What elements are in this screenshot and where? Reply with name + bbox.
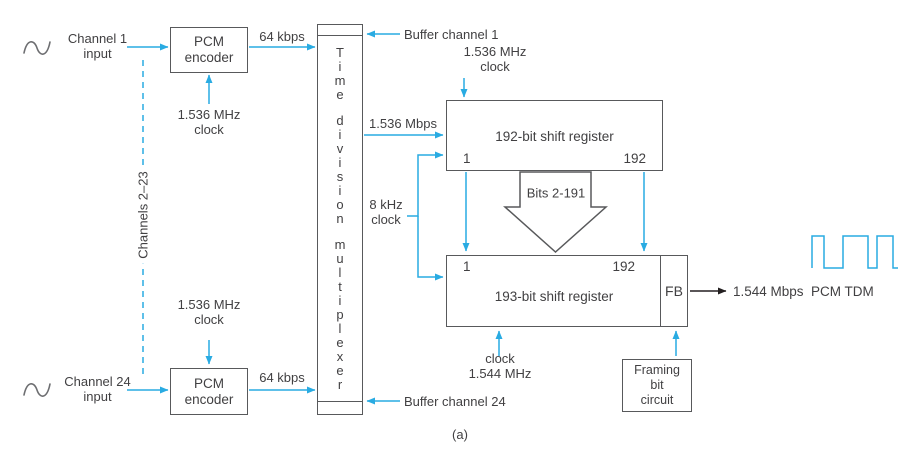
square-wave-icon bbox=[811, 235, 898, 269]
buffer-channel24-label: Buffer channel 24 bbox=[404, 394, 506, 409]
register192-clock-label: 1.536 MHz clock bbox=[463, 44, 527, 75]
register193-clock-label: clock 1.544 MHz bbox=[468, 351, 532, 382]
channels-2-23-label: Channels 2–23 bbox=[134, 166, 152, 264]
channel24-input-label: Channel 24 input bbox=[64, 374, 131, 405]
mux-bottom-divider bbox=[317, 401, 363, 402]
sine-wave-icon bbox=[23, 41, 51, 55]
rate-1536mbps-label: 1.536 Mbps bbox=[369, 116, 437, 131]
register192-bit192: 192 bbox=[623, 151, 646, 167]
register193-bit1: 1 bbox=[463, 259, 471, 274]
channel1-input-label: Channel 1 input bbox=[67, 31, 128, 62]
arrow-8khz-to-register192 bbox=[407, 151, 444, 217]
figure-caption: (a) bbox=[452, 427, 468, 442]
register193-box: 193-bit shift register 1 192 FB bbox=[446, 255, 688, 327]
rate-64kbps-bottom-label: 64 kbps bbox=[259, 370, 305, 385]
arrow-8khz-to-register193 bbox=[417, 216, 444, 281]
buffer-channel1-label: Buffer channel 1 bbox=[404, 27, 499, 42]
framing-bit-circuit-box: Framing bit circuit bbox=[622, 359, 692, 412]
framing-bit-circuit-label: Framing bit circuit bbox=[634, 362, 680, 408]
bits-transfer-label: Bits 2-191 bbox=[523, 185, 589, 201]
encoder-bottom-clock-label: 1.536 MHz clock bbox=[177, 297, 241, 328]
pcm-encoder-label: PCM encoder bbox=[184, 375, 234, 407]
register192-label: 192-bit shift register bbox=[495, 129, 614, 144]
rate-64kbps-top-label: 64 kbps bbox=[259, 29, 305, 44]
pcm-encoder-bottom-box: PCM encoder bbox=[170, 368, 248, 415]
register192-box: 192-bit shift register 1 192 bbox=[446, 100, 663, 171]
output-label: 1.544 Mbps PCM TDM bbox=[733, 284, 874, 299]
encoder-top-clock-label: 1.536 MHz clock bbox=[177, 107, 241, 138]
pcm-encoder-label: PCM encoder bbox=[184, 34, 234, 65]
bits-transfer-block-arrow bbox=[503, 171, 608, 254]
framing-bit-cell: FB bbox=[660, 256, 687, 326]
mux-top-divider bbox=[317, 34, 363, 36]
pcm-encoder-top-box: PCM encoder bbox=[170, 27, 248, 73]
fb-label: FB bbox=[665, 282, 683, 299]
register192-bit1: 1 bbox=[463, 151, 471, 167]
register193-bit192: 192 bbox=[612, 259, 635, 274]
clock-8khz-label: 8 kHz clock bbox=[369, 197, 403, 228]
register193-label: 193-bit shift register bbox=[494, 289, 614, 304]
sine-wave-icon bbox=[23, 383, 51, 397]
